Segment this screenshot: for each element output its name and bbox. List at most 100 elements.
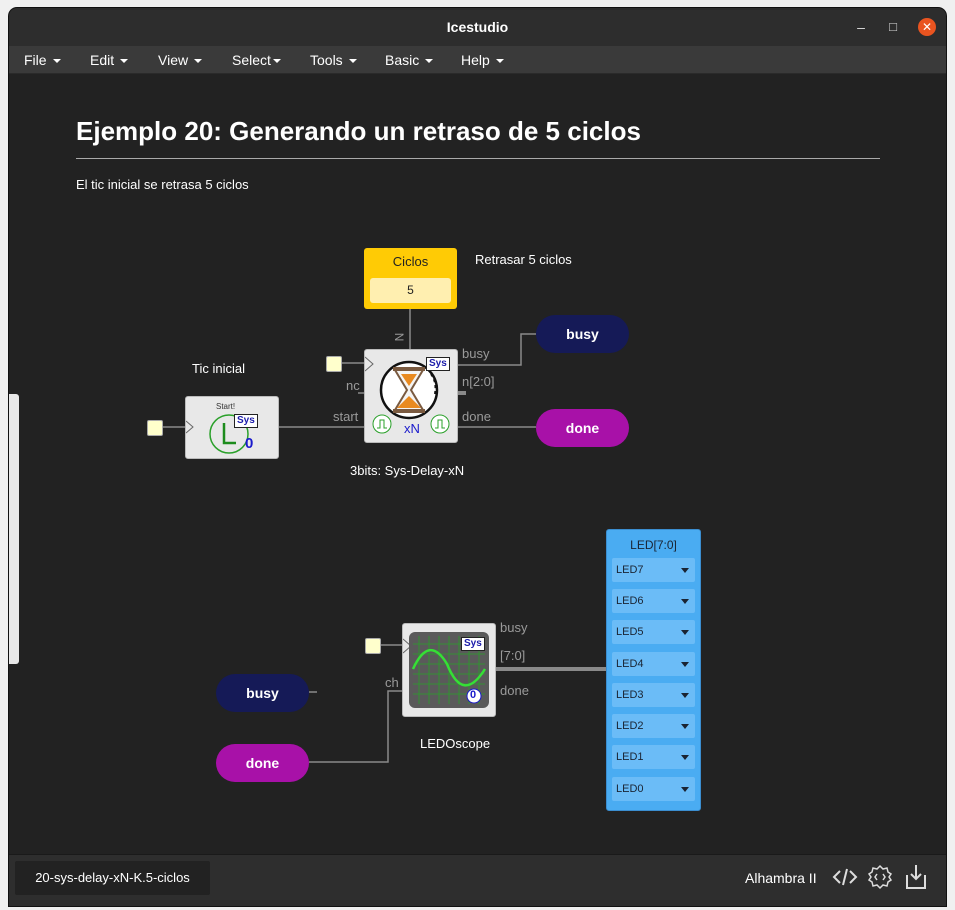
output-done[interactable]: done bbox=[536, 409, 629, 447]
led-select[interactable]: LED1 bbox=[612, 745, 695, 769]
page-description: El tic inicial se retrasa 5 ciclos bbox=[76, 177, 249, 192]
menu-select-label: Select bbox=[232, 52, 271, 68]
delay-block[interactable]: Sys xN bbox=[364, 349, 458, 443]
side-toolbox[interactable] bbox=[9, 394, 19, 664]
status-bar: 20-sys-delay-xN-K.5-ciclos Alhambra II bbox=[9, 854, 946, 906]
chevron-down-icon bbox=[52, 59, 61, 64]
menu-view[interactable]: View bbox=[158, 52, 203, 68]
port-nc-label: nc bbox=[346, 378, 360, 393]
code-icon[interactable] bbox=[831, 863, 859, 891]
led-select[interactable]: LED2 bbox=[612, 714, 695, 738]
chevron-down-icon bbox=[681, 693, 689, 698]
chevron-down-icon bbox=[681, 630, 689, 635]
led-select[interactable]: LED4 bbox=[612, 652, 695, 676]
board-name[interactable]: Alhambra II bbox=[745, 870, 817, 886]
chevron-down-icon bbox=[495, 59, 504, 64]
menu-bar: File Edit View Select Tools Basic Help bbox=[9, 46, 946, 74]
start-block[interactable]: Start! Sys 0 bbox=[185, 396, 279, 459]
chevron-down-icon bbox=[425, 59, 434, 64]
clock-input-start[interactable] bbox=[147, 420, 163, 436]
port-n-bus-label: n[2:0] bbox=[462, 374, 495, 389]
led-select-label: LED4 bbox=[616, 658, 644, 670]
led-panel-title: LED[7:0] bbox=[630, 538, 677, 552]
led-select-label: LED2 bbox=[616, 720, 644, 732]
chevron-down-icon bbox=[681, 755, 689, 760]
wire-busy bbox=[458, 333, 536, 366]
led-select-label: LED0 bbox=[616, 783, 644, 795]
led-select-label: LED3 bbox=[616, 689, 644, 701]
menu-select[interactable]: Select bbox=[232, 52, 281, 68]
led-select[interactable]: LED0 bbox=[612, 777, 695, 801]
comment-tic-inicial: Tic inicial bbox=[192, 361, 245, 376]
start-caption: Start! bbox=[216, 402, 236, 411]
led-select[interactable]: LED5 bbox=[612, 620, 695, 644]
port-busy-label: busy bbox=[462, 346, 490, 361]
delay-caption: xN bbox=[404, 421, 420, 436]
comment-retrasar: Retrasar 5 ciclos bbox=[475, 252, 572, 267]
title-bar: Icestudio – □ ✕ bbox=[9, 8, 946, 46]
port-ch-label: ch bbox=[385, 675, 399, 690]
menu-edit-label: Edit bbox=[90, 52, 115, 68]
constant-name: Ciclos bbox=[392, 254, 429, 269]
port-bus-label: [7:0] bbox=[500, 648, 526, 663]
port-done-label: done bbox=[500, 683, 529, 698]
led-select-label: LED7 bbox=[616, 564, 644, 576]
clock-input-scope[interactable] bbox=[365, 638, 381, 654]
oscilloscope-icon bbox=[403, 632, 489, 708]
input-done[interactable]: done bbox=[216, 744, 309, 782]
chevron-down-icon bbox=[194, 59, 203, 64]
wires-layer bbox=[161, 309, 606, 763]
scope-value: 0 bbox=[470, 689, 477, 701]
sys-badge: Sys bbox=[426, 357, 450, 371]
chevron-down-icon bbox=[681, 599, 689, 604]
close-button[interactable]: ✕ bbox=[918, 18, 936, 36]
clock-input-icon bbox=[186, 414, 249, 454]
led-select-label: LED1 bbox=[616, 751, 644, 763]
chevron-down-icon bbox=[681, 662, 689, 667]
port-done-label: done bbox=[462, 409, 491, 424]
led-select-label: LED6 bbox=[616, 595, 644, 607]
output-busy[interactable]: busy bbox=[536, 315, 629, 353]
chevron-down-icon bbox=[681, 568, 689, 573]
maximize-button[interactable]: □ bbox=[889, 19, 897, 34]
design-canvas[interactable]: Ejemplo 20: Generando un retraso de 5 ci… bbox=[9, 74, 946, 854]
input-busy[interactable]: busy bbox=[216, 674, 309, 712]
page-title: Ejemplo 20: Generando un retraso de 5 ci… bbox=[76, 116, 641, 146]
menu-tools-label: Tools bbox=[310, 52, 343, 68]
chevron-down-icon bbox=[681, 787, 689, 792]
collection-icon[interactable] bbox=[866, 863, 894, 891]
led-select[interactable]: LED3 bbox=[612, 683, 695, 707]
sys-badge: Sys bbox=[461, 637, 485, 651]
menu-tools[interactable]: Tools bbox=[310, 52, 357, 68]
led-select-label: LED5 bbox=[616, 626, 644, 638]
port-n-label: N bbox=[392, 332, 407, 342]
window-title: Icestudio bbox=[446, 19, 509, 35]
clock-input-delay[interactable] bbox=[326, 356, 342, 372]
download-icon[interactable] bbox=[902, 863, 930, 891]
menu-file[interactable]: File bbox=[24, 52, 61, 68]
constant-value-input[interactable]: 5 bbox=[370, 278, 451, 303]
led-select[interactable]: LED6 bbox=[612, 589, 695, 613]
title-divider bbox=[76, 158, 880, 159]
start-value: 0 bbox=[245, 435, 254, 452]
chevron-down-icon bbox=[120, 59, 129, 64]
menu-help-label: Help bbox=[461, 52, 490, 68]
menu-basic-label: Basic bbox=[385, 52, 420, 68]
minimize-button[interactable]: – bbox=[857, 19, 865, 35]
hourglass-icon bbox=[365, 356, 450, 434]
menu-view-label: View bbox=[158, 52, 189, 68]
menu-basic[interactable]: Basic bbox=[385, 52, 434, 68]
led-select[interactable]: LED7 bbox=[612, 558, 695, 582]
chevron-down-icon bbox=[272, 59, 281, 64]
led-output-panel[interactable]: LED[7:0] LED7 LED6 LED5 LED4 LED3 LED2 L… bbox=[606, 529, 701, 811]
file-tab[interactable]: 20-sys-delay-xN-K.5-ciclos bbox=[15, 861, 210, 895]
ledoscope-block[interactable]: Sys 0 bbox=[402, 623, 496, 717]
menu-edit[interactable]: Edit bbox=[90, 52, 129, 68]
delay-block-label: 3bits: Sys-Delay-xN bbox=[350, 463, 465, 478]
menu-help[interactable]: Help bbox=[461, 52, 504, 68]
port-start-label: start bbox=[333, 409, 359, 424]
constant-ciclos[interactable]: Ciclos 5 bbox=[364, 248, 457, 309]
sys-badge: Sys bbox=[234, 414, 258, 428]
icestudio-window: Icestudio – □ ✕ File Edit View Select To… bbox=[9, 8, 946, 906]
port-busy-label: busy bbox=[500, 620, 528, 635]
